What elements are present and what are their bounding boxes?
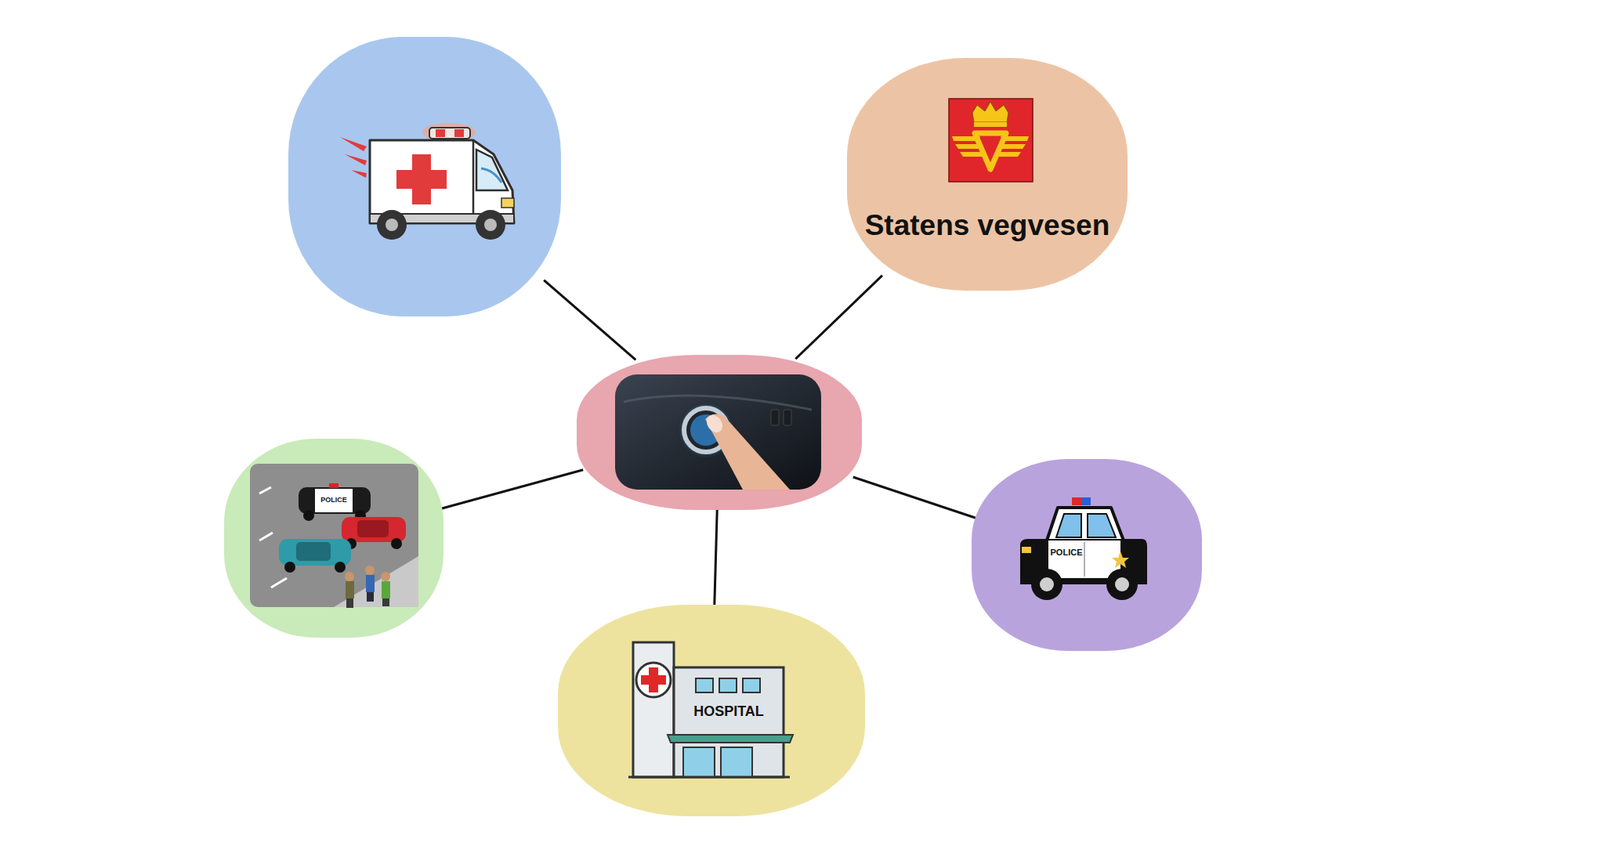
connector-stroke bbox=[543, 280, 636, 361]
connector-stroke bbox=[714, 507, 718, 609]
hospital-node: HOSPITAL bbox=[557, 604, 866, 817]
ambulance-node bbox=[288, 36, 562, 317]
start-button-node bbox=[576, 354, 862, 511]
connector-line bbox=[714, 507, 718, 609]
police-car-illustration bbox=[971, 459, 1202, 652]
police-node: POLICE bbox=[971, 459, 1202, 652]
connector-stroke bbox=[853, 477, 977, 518]
connector-line bbox=[795, 275, 883, 360]
building-sign: HOSPITAL bbox=[675, 703, 782, 721]
connector-stroke bbox=[440, 470, 584, 510]
ambulance-illustration bbox=[288, 36, 562, 317]
connector-line bbox=[853, 477, 977, 518]
car-marking: POLICE bbox=[1048, 547, 1085, 558]
organisation-name: Statens vegvesen bbox=[847, 208, 1128, 243]
road-authority-logo bbox=[847, 57, 1128, 291]
start-button-photo bbox=[576, 354, 862, 511]
road-authority-node: Statens vegvesen bbox=[847, 57, 1128, 291]
accident-node: POLICE bbox=[224, 438, 444, 638]
connector-line bbox=[543, 280, 636, 361]
connector-stroke bbox=[795, 275, 883, 360]
connector-line bbox=[440, 470, 584, 510]
accident-scene bbox=[224, 438, 444, 638]
car-marking: POLICE bbox=[314, 495, 353, 505]
